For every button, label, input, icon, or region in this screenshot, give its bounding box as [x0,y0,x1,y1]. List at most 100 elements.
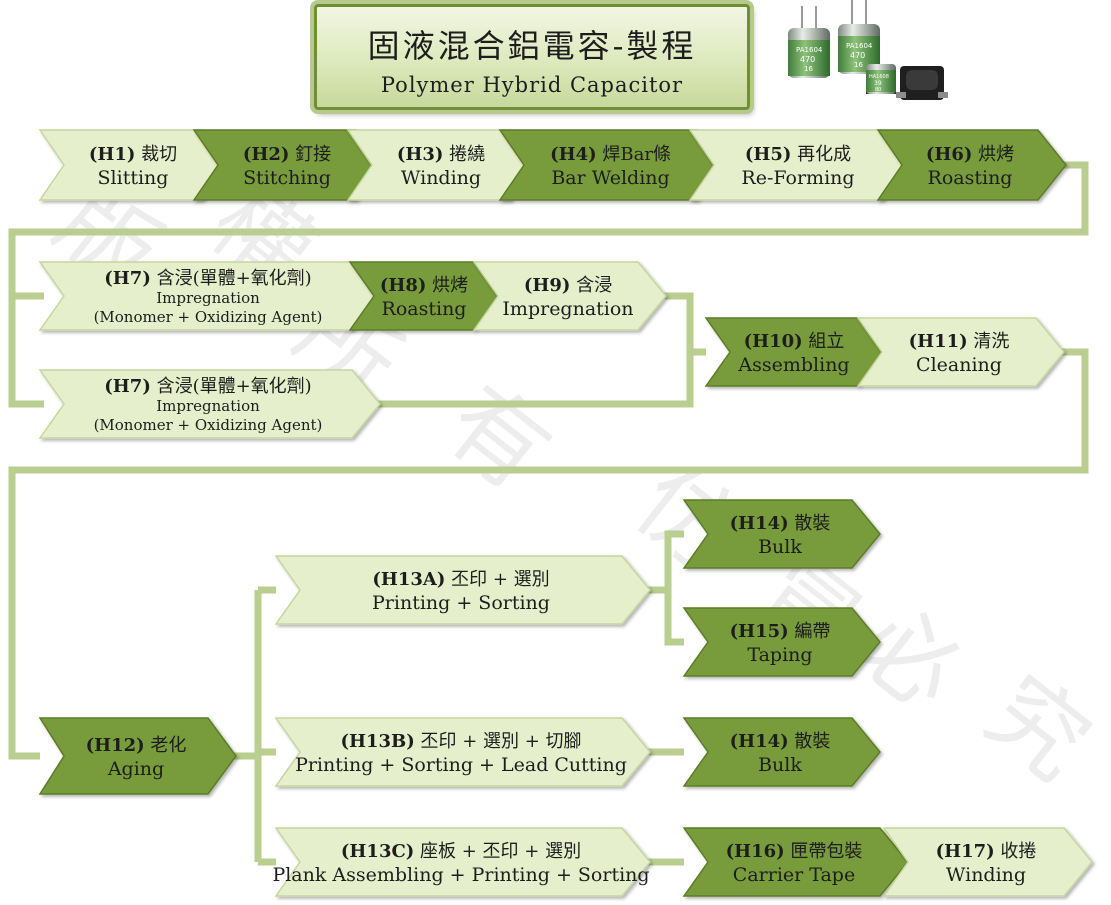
step-code: (H5) [745,144,792,165]
svg-text:470: 470 [800,55,815,64]
capacitor-photo: PA1604 470 16 PA1604 470 16 HA1608 39 80 [788,0,948,100]
step-name-en: Re-Forming [741,167,854,189]
step-title: (H12) 老化 [86,735,187,756]
step-title: (H13B) 丕印 + 選別 + 切腳 [340,731,581,752]
step-code: (H1) [89,144,136,165]
svg-text:80: 80 [875,87,881,93]
step-name-en: Impregnation [156,289,260,307]
step-name-zh: 丕印 + 選別 + 切腳 [415,731,582,752]
step-h7a: (H7) 含浸(單體+氧化劑)Impregnation(Monomer + Ox… [38,261,381,331]
step-name-en: Stitching [243,167,331,189]
step-shape [472,261,667,331]
step-name-zh: 座板 + 丕印 + 選別 [414,841,581,862]
step-name-en: Assembling [737,354,849,376]
page-subtitle: Polymer Hybrid Capacitor [380,73,684,97]
connector-h11-h12 [8,348,1089,760]
step-name-en: (Monomer + Oxidizing Agent) [94,416,323,434]
step-code: (H12) [86,735,145,756]
step-title: (H6) 烘烤 [926,144,1014,165]
step-name-en: Roasting [928,167,1013,189]
step-title: (H14) 散裝 [730,513,831,534]
step-name-zh: 丕印 + 選別 [445,569,549,590]
step-code: (H4) [550,144,597,165]
step-name-en: Winding [401,167,481,189]
step-title: (H13C) 座板 + 丕印 + 選別 [341,841,581,862]
step-name-en: Carrier Tape [733,864,855,886]
step-name-en: Bulk [758,754,802,776]
step-code: (H15) [730,621,789,642]
step-name-en: Slitting [98,167,169,189]
step-code: (H7) [104,268,151,289]
svg-text:470: 470 [850,51,865,60]
step-title: (H13A) 丕印 + 選別 [372,569,549,590]
step-title: (H15) 編帶 [730,621,831,642]
step-name-en: (Monomer + Oxidizing Agent) [94,308,323,326]
step-name-zh: 烘烤 [426,275,468,296]
step-code: (H14) [730,731,789,752]
step-name-zh: 再化成 [791,144,851,165]
step-h7b: (H7) 含浸(單體+氧化劑)Impregnation(Monomer + Ox… [38,369,381,439]
step-name-en: Impregnation [502,298,633,320]
step-shape [274,827,651,897]
step-shape [38,369,381,439]
step-code: (H13B) [340,731,414,752]
svg-text:16: 16 [854,61,863,69]
step-title: (H8) 烘烤 [380,275,468,296]
title-banner: 固液混合鋁電容-製程 Polymer Hybrid Capacitor [314,4,750,110]
step-name-zh: 清洗 [968,331,1010,352]
step-name-en: Printing + Sorting [372,592,550,614]
connector-lines [8,161,1089,866]
connector-h6-h7 [8,161,1089,300]
step-code: (H8) [380,275,427,296]
step-shape [498,129,726,201]
step-code: (H7) [104,376,151,397]
step-name-en: Bar Welding [551,167,669,189]
step-name-en: Cleaning [916,354,1002,376]
step-code: (H11) [909,331,968,352]
step-name-zh: 含浸(單體+氧化劑) [151,376,312,397]
step-code: (H6) [926,144,973,165]
step-name-zh: 組立 [803,331,845,352]
connector-h13a-h15 [664,590,684,646]
step-shape [882,827,1093,897]
step-code: (H14) [730,513,789,534]
connector-h6-h7b [8,296,44,408]
step-title: (H10) 組立 [744,331,845,352]
step-shape [274,555,651,625]
capacitor-3: HA1608 39 80 [866,64,896,94]
step-name-zh: 編帶 [789,621,831,642]
step-title: (H5) 再化成 [745,144,851,165]
step-code: (H3) [397,144,444,165]
step-name-en: Printing + Sorting + Lead Cutting [295,754,627,776]
step-title: (H11) 清洗 [909,331,1010,352]
step-name-en: Taping [747,644,812,666]
svg-text:16: 16 [804,65,813,73]
step-name-zh: 散裝 [789,513,831,534]
step-title: (H7) 含浸(單體+氧化劑) [104,268,311,289]
step-name-zh: 捲繞 [443,144,485,165]
step-name-zh: 含浸 [570,275,612,296]
step-shape [856,317,1065,387]
step-title: (H7) 含浸(單體+氧化劑) [104,376,311,397]
step-title: (H3) 捲繞 [397,144,485,165]
step-name-zh: 匣帶包裝 [785,841,863,862]
step-name-en: Roasting [382,298,467,320]
step-shape [274,717,651,787]
step-name-en: Plank Assembling + Printing + Sorting [272,864,649,886]
